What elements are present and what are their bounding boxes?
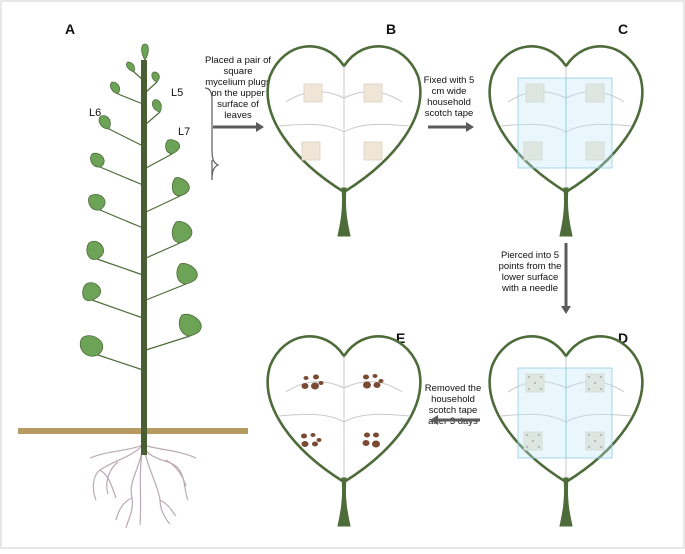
step-line: Fixed with 5	[424, 75, 475, 86]
leaf	[178, 313, 202, 337]
step-line: scotch tape	[429, 405, 478, 416]
step-line: on the upper	[211, 88, 264, 99]
leaf-label-l5: L5	[171, 87, 183, 99]
leaf	[171, 221, 193, 244]
scotch-tape	[517, 77, 613, 169]
leaf	[90, 152, 105, 168]
step-line: leaves	[224, 110, 252, 121]
step-line: household	[427, 97, 471, 108]
leaf	[176, 263, 198, 285]
leaf	[82, 282, 102, 302]
panel-label-b: B	[386, 21, 396, 37]
step-line: mycelium plugs	[205, 77, 271, 88]
stem	[141, 60, 147, 455]
scotch-tape	[517, 367, 613, 459]
leaf-l6	[98, 115, 111, 130]
plant-illustration: L5 L6 L7	[18, 43, 248, 529]
petioles	[91, 71, 191, 371]
step-line: lower surface	[502, 272, 559, 283]
leaf	[88, 194, 106, 211]
leaf-label-l7: L7	[178, 126, 190, 138]
step-line: Removed the	[425, 383, 482, 394]
step-line: square	[223, 66, 252, 77]
panel-label-a: A	[65, 21, 75, 37]
leaf	[141, 43, 149, 61]
step-line: Pierced into 5	[501, 250, 559, 261]
leaf-l7	[165, 139, 181, 155]
brace	[204, 87, 220, 181]
ground-line	[18, 428, 248, 434]
panel-label-d: D	[618, 330, 628, 346]
leaf	[86, 240, 104, 260]
step-line: with a needle	[501, 283, 558, 294]
roots	[89, 444, 197, 529]
leaf-l5	[152, 99, 162, 113]
leaf-label-l6: L6	[89, 107, 101, 119]
step-line: household	[431, 394, 475, 405]
leaf	[151, 71, 160, 83]
leaf	[79, 335, 104, 357]
arrows	[213, 122, 571, 425]
step-line: surface of	[217, 99, 259, 110]
step-line: points from the	[499, 261, 562, 272]
step-line: Placed a pair of	[205, 55, 271, 66]
step-line: cm wide	[432, 86, 467, 97]
panel-label-e: E	[396, 330, 405, 346]
leaf	[171, 177, 190, 197]
leaf	[110, 81, 120, 95]
panel-label-c: C	[618, 21, 628, 37]
leaf	[126, 61, 135, 73]
step-line: scotch tape	[425, 108, 474, 119]
